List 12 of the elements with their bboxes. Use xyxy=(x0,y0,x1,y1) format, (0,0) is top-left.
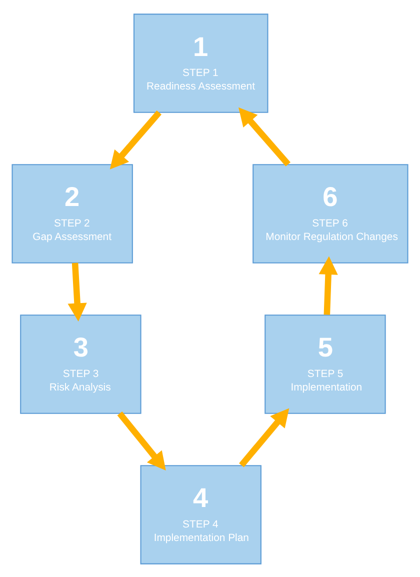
node-box: 5 STEP 5 Implementation xyxy=(264,314,386,414)
arrow xyxy=(239,408,290,467)
arrow xyxy=(238,106,290,166)
node-box: 3 STEP 3 Risk Analysis xyxy=(20,314,142,414)
arrow xyxy=(318,256,338,314)
node-box: 2 STEP 2 Gap Assessment xyxy=(12,164,133,263)
arrow xyxy=(110,110,162,169)
node-box: 6 STEP 6 Monitor Regulation Changes xyxy=(252,164,408,263)
node-box: 1 STEP 1 Readiness Assessment xyxy=(133,13,268,112)
node-box: 4 STEP 4 Implementation Plan xyxy=(140,464,262,564)
arrow xyxy=(117,410,166,470)
arrow xyxy=(68,262,87,321)
